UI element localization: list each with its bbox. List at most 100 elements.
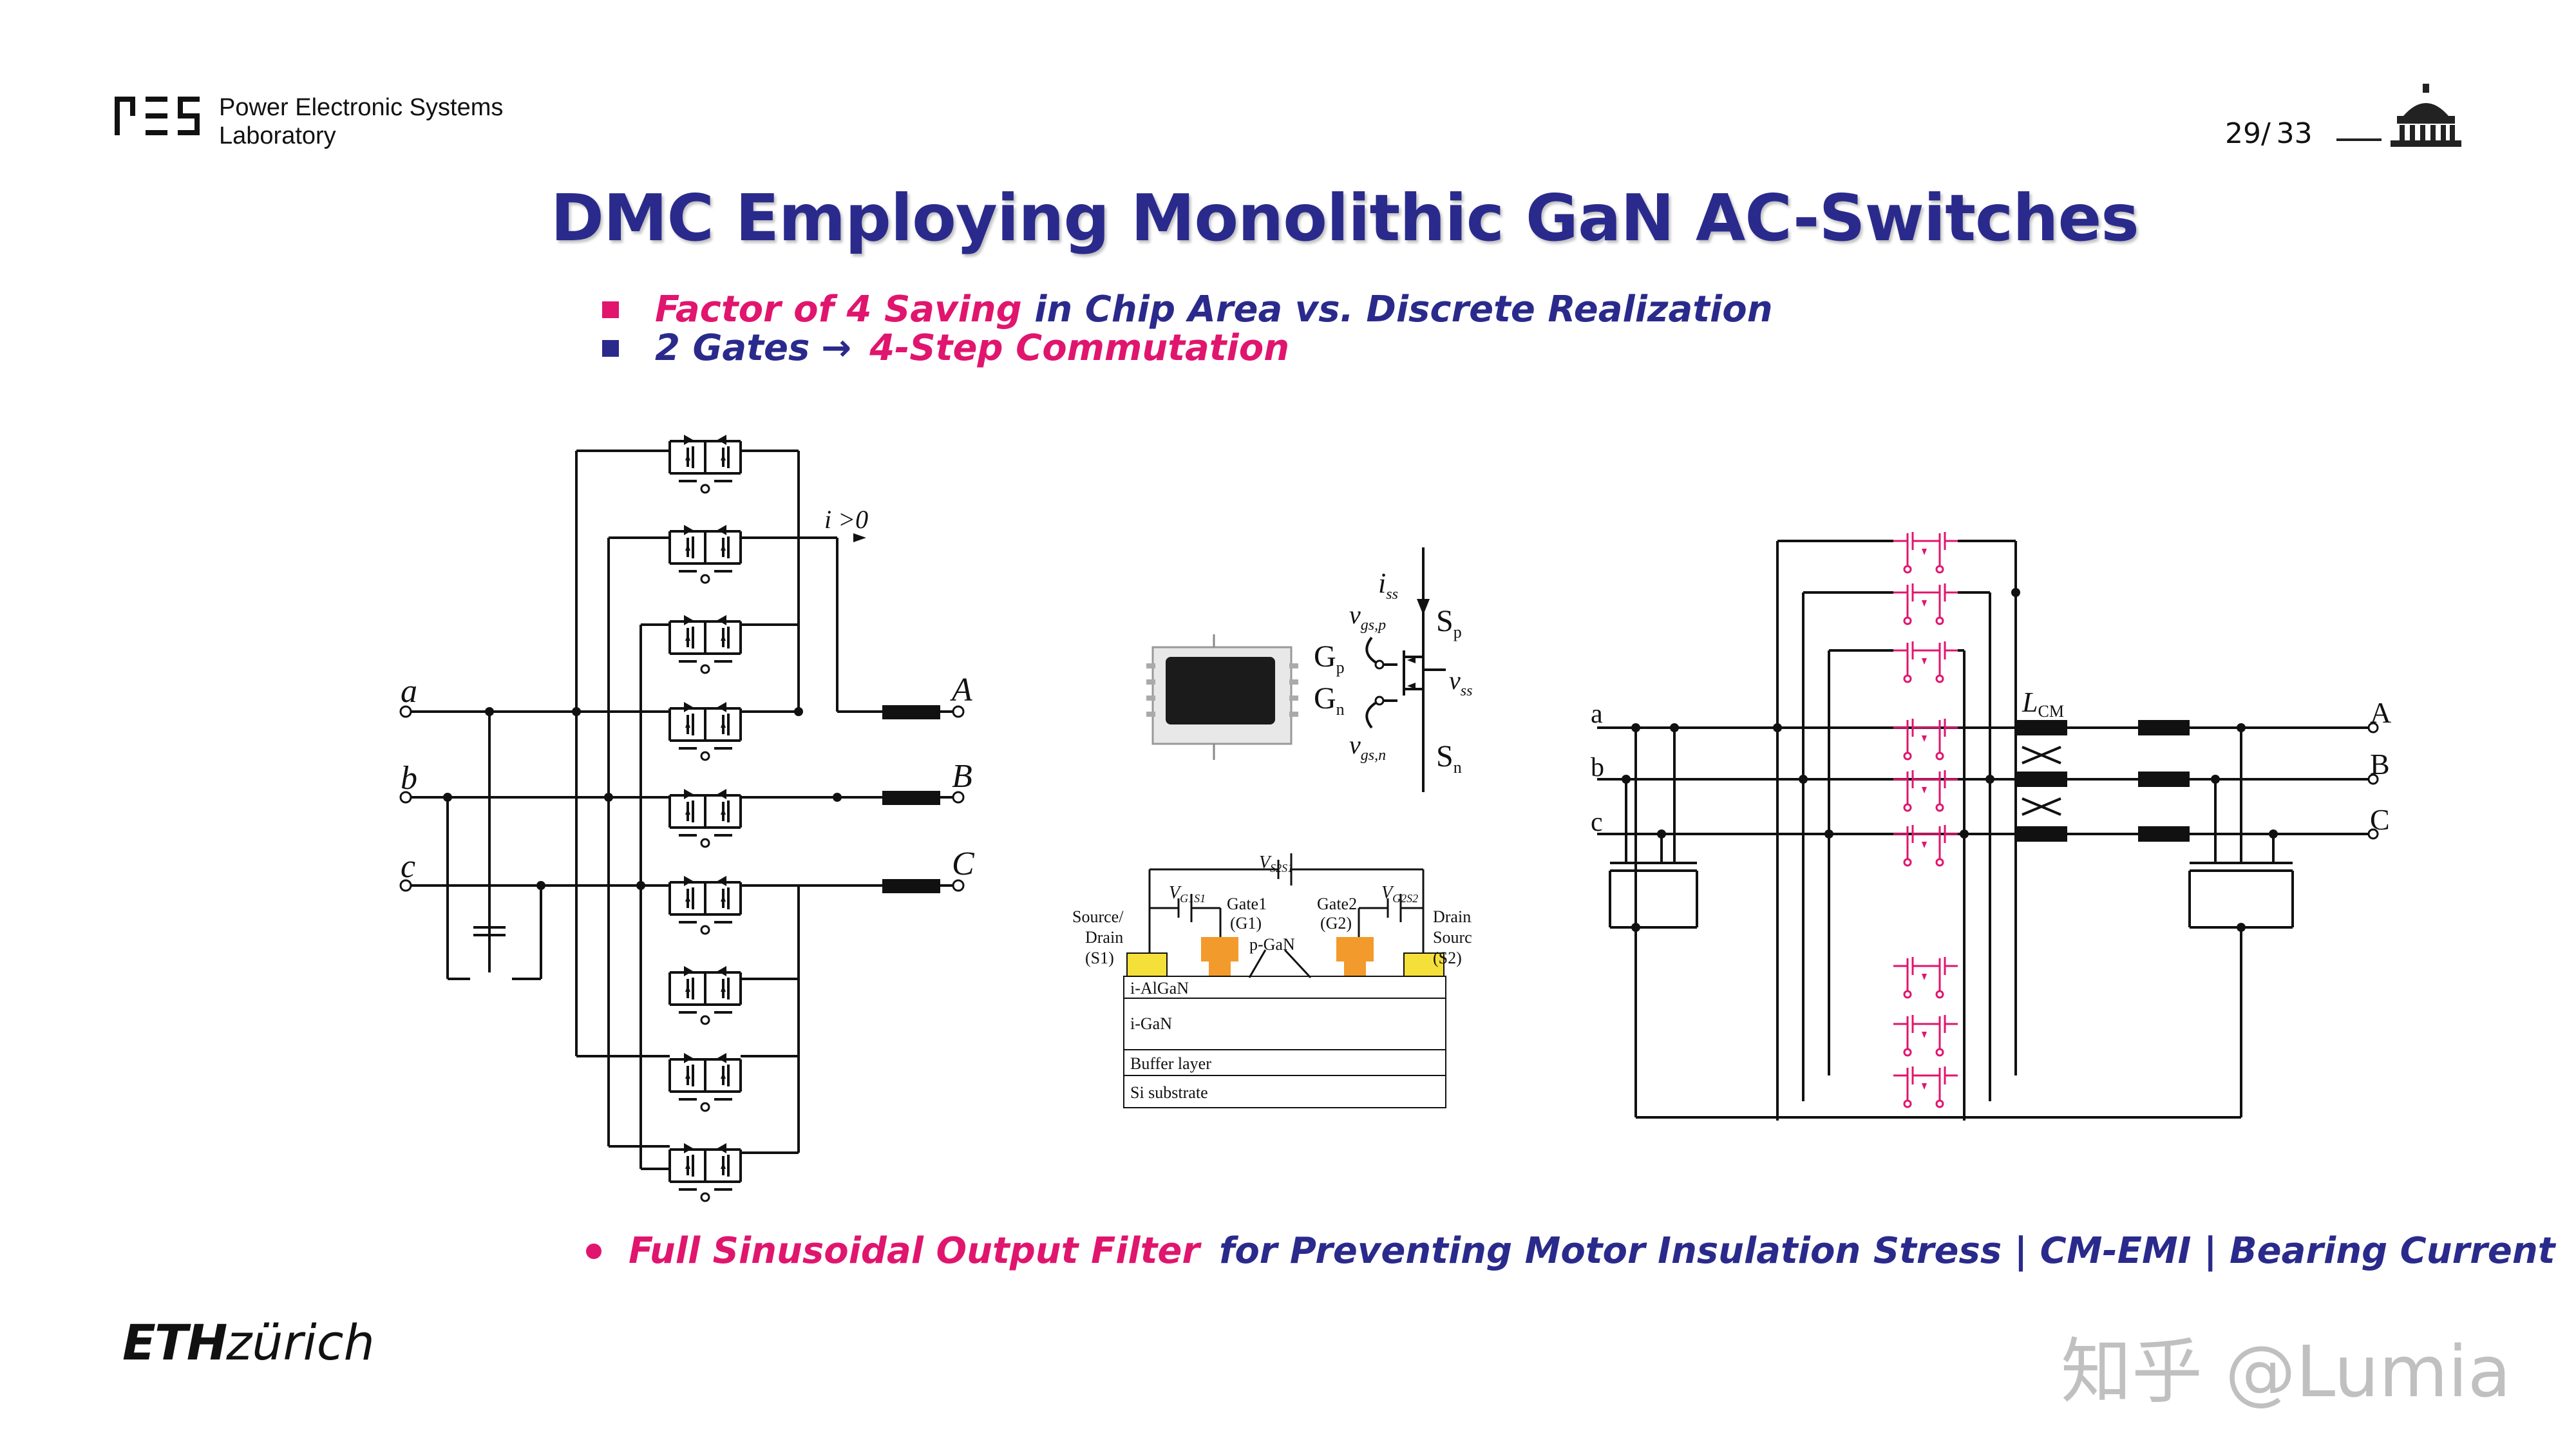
gate2-id: (G2) [1320, 914, 1352, 933]
right-output-a: A [2370, 696, 2391, 729]
vg1s1-label: VG1S1 [1169, 883, 1206, 905]
junctions-right [1622, 588, 2278, 932]
right-output-b: B [2370, 748, 2390, 781]
bullet-2: 2 Gates → 4-Step Commutation [602, 327, 1289, 369]
output-label-a: A [950, 672, 972, 708]
bullet-3: Full Sinusoidal Output Filter for Preven… [586, 1230, 2555, 1272]
eth-wordmark: ETH [122, 1314, 227, 1371]
gp-label: G [1314, 639, 1336, 674]
src-drain-2: Drain [1085, 928, 1123, 947]
right-input-a: a [1591, 699, 1603, 729]
lab-name: Power Electronic Systems Laboratory [219, 93, 503, 150]
cm-choke-core [2022, 746, 2061, 816]
sn-label: S [1436, 739, 1454, 773]
building-logo-icon [2391, 84, 2461, 147]
svg-text:Gn: Gn [1314, 681, 1345, 719]
svg-text:vgs,p: vgs,p [1349, 600, 1386, 634]
junction-dots [443, 707, 842, 890]
bullet-1-highlight: Factor of 4 Saving [655, 289, 1022, 330]
lab-name-line2: Laboratory [219, 122, 336, 149]
drain-src-3: (S2) [1433, 949, 1462, 967]
page-divider-line [2336, 138, 2382, 141]
current-arrow-icon [853, 533, 866, 542]
wiring-right [1597, 540, 2376, 1121]
slide-title: DMC Employing Monolithic GaN AC-Switches [551, 180, 2139, 256]
drain-src-1: Drain/ [1433, 907, 1472, 926]
bullet-dot-icon [586, 1243, 601, 1259]
pes-logo-icon [115, 97, 200, 135]
pink-switch-array [1892, 531, 1959, 1108]
drain-src-2: Source [1433, 928, 1472, 947]
gan-cross-section: VS2S1 VG1S1 VG2S2 Gate1 (G1) Gate2 (G2) … [1072, 853, 1472, 1108]
pgan-label: p-GaN [1249, 935, 1295, 954]
sp-sub: p [1454, 623, 1462, 641]
gn-sub: n [1336, 700, 1345, 719]
vss-label: v [1449, 666, 1461, 695]
right-input-c: c [1591, 808, 1603, 837]
iss-sub: ss [1386, 586, 1398, 603]
page-number: 29/ 33 [2225, 117, 2313, 150]
input-label-b: b [401, 760, 417, 797]
gate1-label: Gate1 [1227, 895, 1267, 913]
arrow-right-icon: → [821, 327, 852, 369]
sn-sub: n [1454, 758, 1462, 777]
gp-sub: p [1336, 658, 1345, 677]
wiring [406, 450, 953, 1170]
lcm-label: LCM [2022, 687, 2064, 721]
svg-text:Gp: Gp [1314, 639, 1345, 677]
switch-array [668, 433, 742, 1202]
svg-text:Sn: Sn [1436, 739, 1462, 777]
bullet-2-highlight: 4-Step Commutation [869, 327, 1290, 369]
svg-text:Sp: Sp [1436, 604, 1462, 641]
vgsp-sub: gs,p [1361, 617, 1386, 634]
src-drain-1: Source/ [1072, 907, 1124, 926]
gate1-id: (G1) [1230, 914, 1262, 933]
svg-text:vgs,n: vgs,n [1349, 730, 1386, 764]
input-label-a: a [401, 673, 417, 710]
terminals [399, 705, 965, 892]
output-inductor-a [882, 705, 940, 719]
sp-label: S [1436, 604, 1454, 638]
bullet-square-icon [602, 339, 619, 357]
bullet-square-icon [602, 301, 619, 318]
layer-ialgan: i-AlGaN [1130, 979, 1189, 998]
page-current: 29 [2225, 117, 2261, 150]
page-total: 33 [2276, 117, 2313, 150]
vgsn-label: v [1349, 730, 1361, 759]
output-inductor-c [882, 879, 940, 893]
right-input-b: b [1591, 753, 1604, 782]
current-label: i >0 [824, 505, 868, 534]
layer-igan: i-GaN [1130, 1014, 1172, 1033]
layer-si-substrate: Si substrate [1130, 1083, 1208, 1102]
filter-inductors [2016, 720, 2190, 842]
lab-name-line1: Power Electronic Systems [219, 94, 504, 121]
gan-switch-symbol: iss vgs,p vgs,n vss Sp Sn Gp Gn [1314, 547, 1472, 792]
vss-sub: ss [1461, 683, 1473, 699]
zurich-wordmark: zürich [226, 1314, 375, 1371]
bullet-1-text: in Chip Area vs. Discrete Realization [1021, 289, 1773, 330]
watermark: 知乎 @Lumia [2061, 1331, 2512, 1413]
page-separator: / [2261, 117, 2271, 150]
eth-zurich-logo: ETHzürich [122, 1314, 375, 1371]
src-drain-3: (S1) [1085, 949, 1114, 967]
output-inductor-b [882, 791, 940, 805]
svg-text:vss: vss [1449, 666, 1472, 699]
output-label-b: B [952, 758, 972, 795]
gn-label: G [1314, 681, 1336, 715]
matrix-converter-schematic: a b c A B C i >0 [399, 433, 975, 1202]
vgsn-sub: gs,n [1361, 747, 1386, 764]
layer-buffer: Buffer layer [1130, 1054, 1211, 1073]
bullet-3-highlight: Full Sinusoidal Output Filter [629, 1230, 1200, 1272]
svg-text:iss: iss [1378, 567, 1398, 603]
bullet-1: Factor of 4 Saving in Chip Area vs. Disc… [602, 289, 1773, 330]
output-label-c: C [952, 846, 975, 882]
input-label-c: c [401, 848, 415, 885]
vs2s1-label: VS2S1 [1259, 853, 1293, 875]
vgsp-label: v [1349, 600, 1361, 629]
vg2s2-label: VG2S2 [1381, 883, 1418, 905]
right-output-c: C [2370, 803, 2390, 836]
bullet-2-text: 2 Gates [655, 327, 810, 369]
bullet-3-text: for Preventing Motor Insulation Stress |… [1218, 1230, 2555, 1272]
dmc-filter-schematic: a b c A B C LCM [1591, 531, 2391, 1121]
iss-label: i [1378, 567, 1386, 599]
